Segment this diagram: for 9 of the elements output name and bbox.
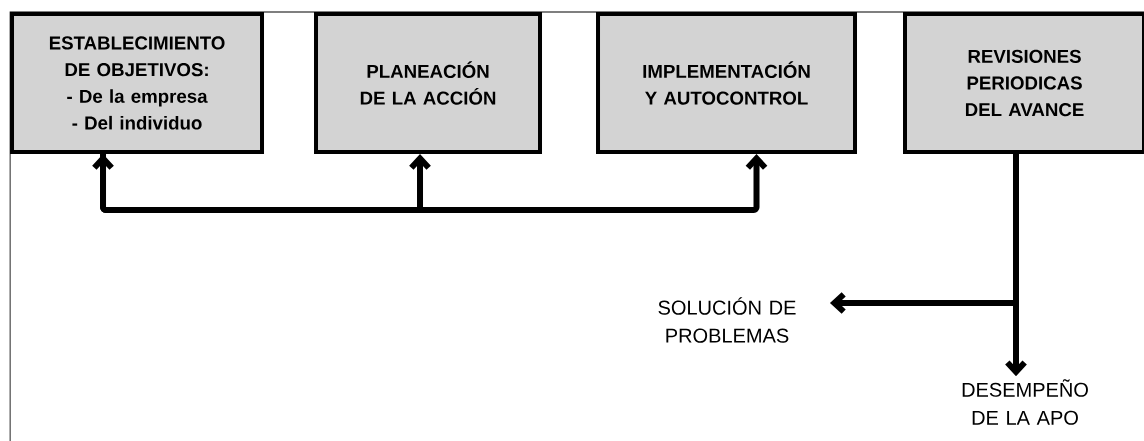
arrow — [92, 154, 768, 213]
process-box: PLANEACIÓN DE LA ACCIÓN — [314, 12, 542, 154]
result-text: DESEMPEÑO DE LA APO — [962, 379, 1088, 425]
arrow — [1005, 154, 1027, 377]
process-box: ESTABLECIMIENTO DE OBJETIVOS: - De la empresa - Del individuo — [10, 12, 264, 154]
arrow — [100, 154, 431, 213]
result-text: SOLUCIÓN DE PROBLEMAS — [658, 297, 796, 343]
process-box: REVISIONES PERIODICAS DEL AVANCE — [903, 12, 1144, 154]
process-box: IMPLEMENTACIÓN Y AUTOCONTROL — [596, 12, 857, 154]
